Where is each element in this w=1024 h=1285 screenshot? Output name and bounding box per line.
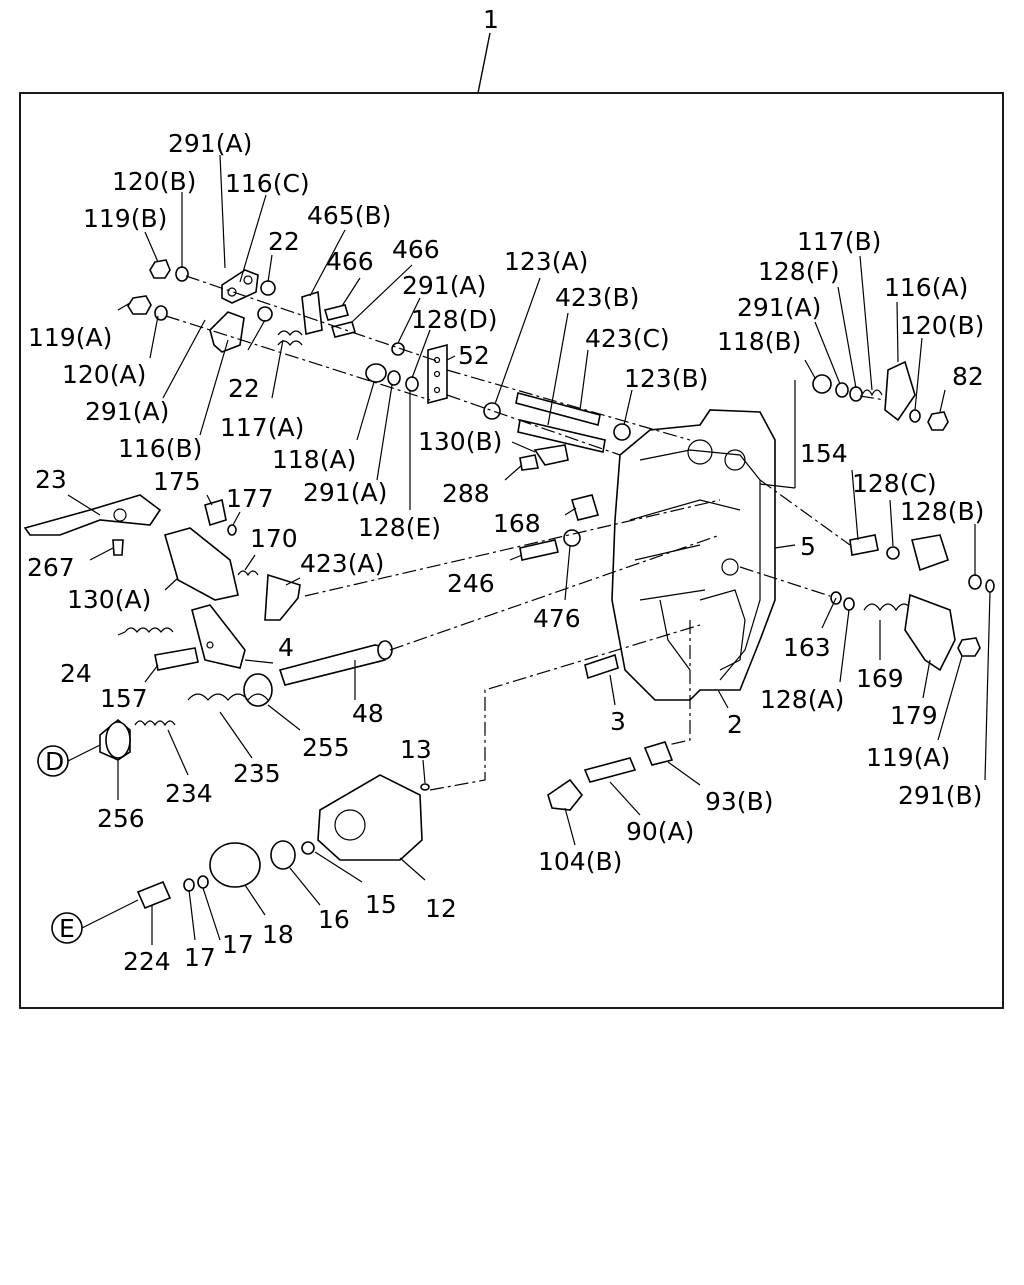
callout-18: 18 [262, 920, 294, 949]
callout-90A: 90(A) [626, 817, 694, 846]
lower-components [136, 494, 674, 910]
callout-120A: 120(A) [62, 360, 146, 389]
callout-117B: 117(B) [797, 227, 881, 256]
callout-476: 476 [533, 604, 581, 633]
callout-179: 179 [890, 701, 938, 730]
callout-22-1: 22 [268, 227, 300, 256]
callout-291A-5: 291(A) [737, 293, 821, 322]
callout-130A: 130(A) [67, 585, 151, 614]
callout-175: 175 [153, 467, 201, 496]
callout-466-1: 466 [326, 247, 374, 276]
callout-128A: 128(A) [760, 685, 844, 714]
callout-224: 224 [123, 947, 171, 976]
callout-12: 12 [425, 894, 457, 923]
callout-291A-1: 291(A) [168, 129, 252, 158]
callout-267: 267 [27, 553, 75, 582]
callout-256: 256 [97, 804, 145, 833]
callout-130B: 130(B) [418, 427, 502, 456]
callout-246: 246 [447, 569, 495, 598]
left-lever-group [23, 494, 301, 669]
callout-17-1: 17 [184, 943, 216, 972]
upper-left-linkage [127, 259, 419, 392]
callout-128D: 128(D) [411, 305, 497, 334]
callout-234: 234 [165, 779, 213, 808]
callout-labels: 291(A) 120(B) 116(C) 119(B) 22 465(B) 46… [27, 129, 984, 976]
callout-104B: 104(B) [538, 847, 622, 876]
callout-291A-3: 291(A) [85, 397, 169, 426]
callout-120B-1: 120(B) [112, 167, 196, 196]
callout-119B: 119(B) [83, 204, 167, 233]
callout-22-2: 22 [228, 374, 260, 403]
plate-52 [427, 343, 448, 405]
callout-116A: 116(A) [884, 273, 968, 302]
callout-157: 157 [100, 684, 148, 713]
callout-291A-4: 291(A) [303, 478, 387, 507]
callout-423C: 423(C) [585, 324, 670, 353]
callout-16: 16 [318, 905, 350, 934]
assembly-number-label: 1 [483, 5, 499, 34]
callout-118B: 118(B) [717, 327, 801, 356]
callout-15: 15 [365, 890, 397, 919]
callout-169: 169 [856, 664, 904, 693]
callout-23: 23 [35, 465, 67, 494]
callout-2: 2 [727, 710, 743, 739]
assembly-leader [477, 32, 491, 94]
governor-shaft-group [99, 640, 393, 761]
callout-168: 168 [493, 509, 541, 538]
callout-154: 154 [800, 439, 848, 468]
callout-119A-1: 119(A) [28, 323, 112, 352]
callout-423B: 423(B) [555, 283, 639, 312]
reference-marker-e-label: E [59, 914, 75, 943]
callout-163: 163 [783, 633, 831, 662]
callout-123A: 123(A) [504, 247, 588, 276]
callout-466-2: 466 [392, 235, 440, 264]
callout-4: 4 [278, 633, 294, 662]
callout-24: 24 [60, 659, 92, 688]
assembly-axes [165, 275, 886, 791]
reference-marker-d-label: D [45, 747, 64, 776]
callout-170: 170 [250, 524, 298, 553]
callout-255: 255 [302, 733, 350, 762]
callout-82: 82 [952, 362, 984, 391]
callout-116B: 116(B) [118, 434, 202, 463]
callout-120B-2: 120(B) [900, 311, 984, 340]
callout-128E: 128(E) [358, 513, 441, 542]
callout-116C: 116(C) [225, 169, 310, 198]
callout-128C: 128(C) [852, 469, 937, 498]
callout-119A-2: 119(A) [866, 743, 950, 772]
callout-13: 13 [400, 735, 432, 764]
callout-93B: 93(B) [705, 787, 773, 816]
callout-52: 52 [458, 341, 490, 370]
callout-128F: 128(F) [758, 257, 840, 286]
callout-48: 48 [352, 699, 384, 728]
assembly-frame [19, 92, 1004, 1009]
leader-lines [67, 154, 991, 945]
callout-117A: 117(A) [220, 413, 304, 442]
callout-291A-2: 291(A) [402, 271, 486, 300]
callout-123B: 123(B) [624, 364, 708, 393]
callout-5: 5 [800, 532, 816, 561]
callout-3: 3 [610, 707, 626, 736]
callout-465B: 465(B) [307, 201, 391, 230]
callout-128B: 128(B) [900, 497, 984, 526]
pump-housing [611, 409, 776, 701]
callout-423A: 423(A) [300, 549, 384, 578]
shafts-423 [483, 392, 631, 471]
callout-291B: 291(B) [898, 781, 982, 810]
callout-17-2: 17 [222, 930, 254, 959]
callout-288: 288 [442, 479, 490, 508]
callout-118A: 118(A) [272, 445, 356, 474]
right-linkage [812, 360, 995, 672]
callout-235: 235 [233, 759, 281, 788]
callout-177: 177 [226, 484, 274, 513]
